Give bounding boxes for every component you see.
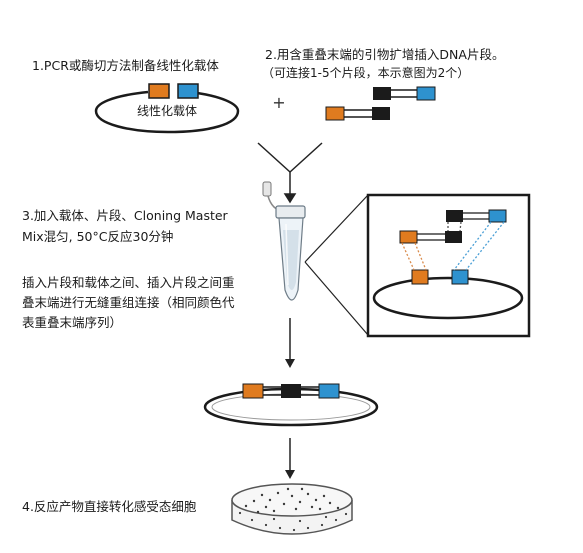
petri-dish-icon [231, 483, 353, 535]
linear-vector: 线性化载体 [94, 83, 240, 134]
arrow-to-plate [285, 438, 295, 479]
step3-label-line1: 3.加入载体、片段、Cloning Master [22, 208, 228, 223]
merge-funnel [257, 142, 323, 204]
vector-label: 线性化载体 [137, 104, 197, 118]
explain-line3: 表重叠末端序列） [22, 315, 123, 330]
arrow-to-circular [285, 318, 295, 368]
reaction-tube-icon [262, 181, 306, 301]
plus-sign: + [272, 93, 285, 112]
explain-line2: 叠末端进行无缝重组连接（相同颜色代 [22, 295, 235, 310]
fragment-2 [325, 106, 390, 121]
step2-label-line1: 2.用含重叠末端的引物扩增插入DNA片段。 [265, 47, 505, 62]
step1-label: 1.PCR或酶切方法制备线性化载体 [32, 58, 219, 73]
step3-label-line2: Mix混匀, 50°C反应30分钟 [22, 229, 174, 244]
zoom-line-top [304, 194, 369, 263]
fragment-1 [373, 86, 436, 101]
step4-label: 4.反应产物直接转化感受态细胞 [22, 499, 197, 514]
vector-orange-end [148, 83, 170, 99]
recombination-zoom-box [366, 193, 531, 338]
vector-blue-end [177, 83, 199, 99]
step2-label-line2: （可连接1-5个片段，本示意图为2个） [262, 66, 470, 80]
recombinant-plasmid [203, 383, 379, 427]
explain-line1: 插入片段和载体之间、插入片段之间重 [22, 275, 235, 290]
zoom-line-bottom [304, 261, 369, 336]
